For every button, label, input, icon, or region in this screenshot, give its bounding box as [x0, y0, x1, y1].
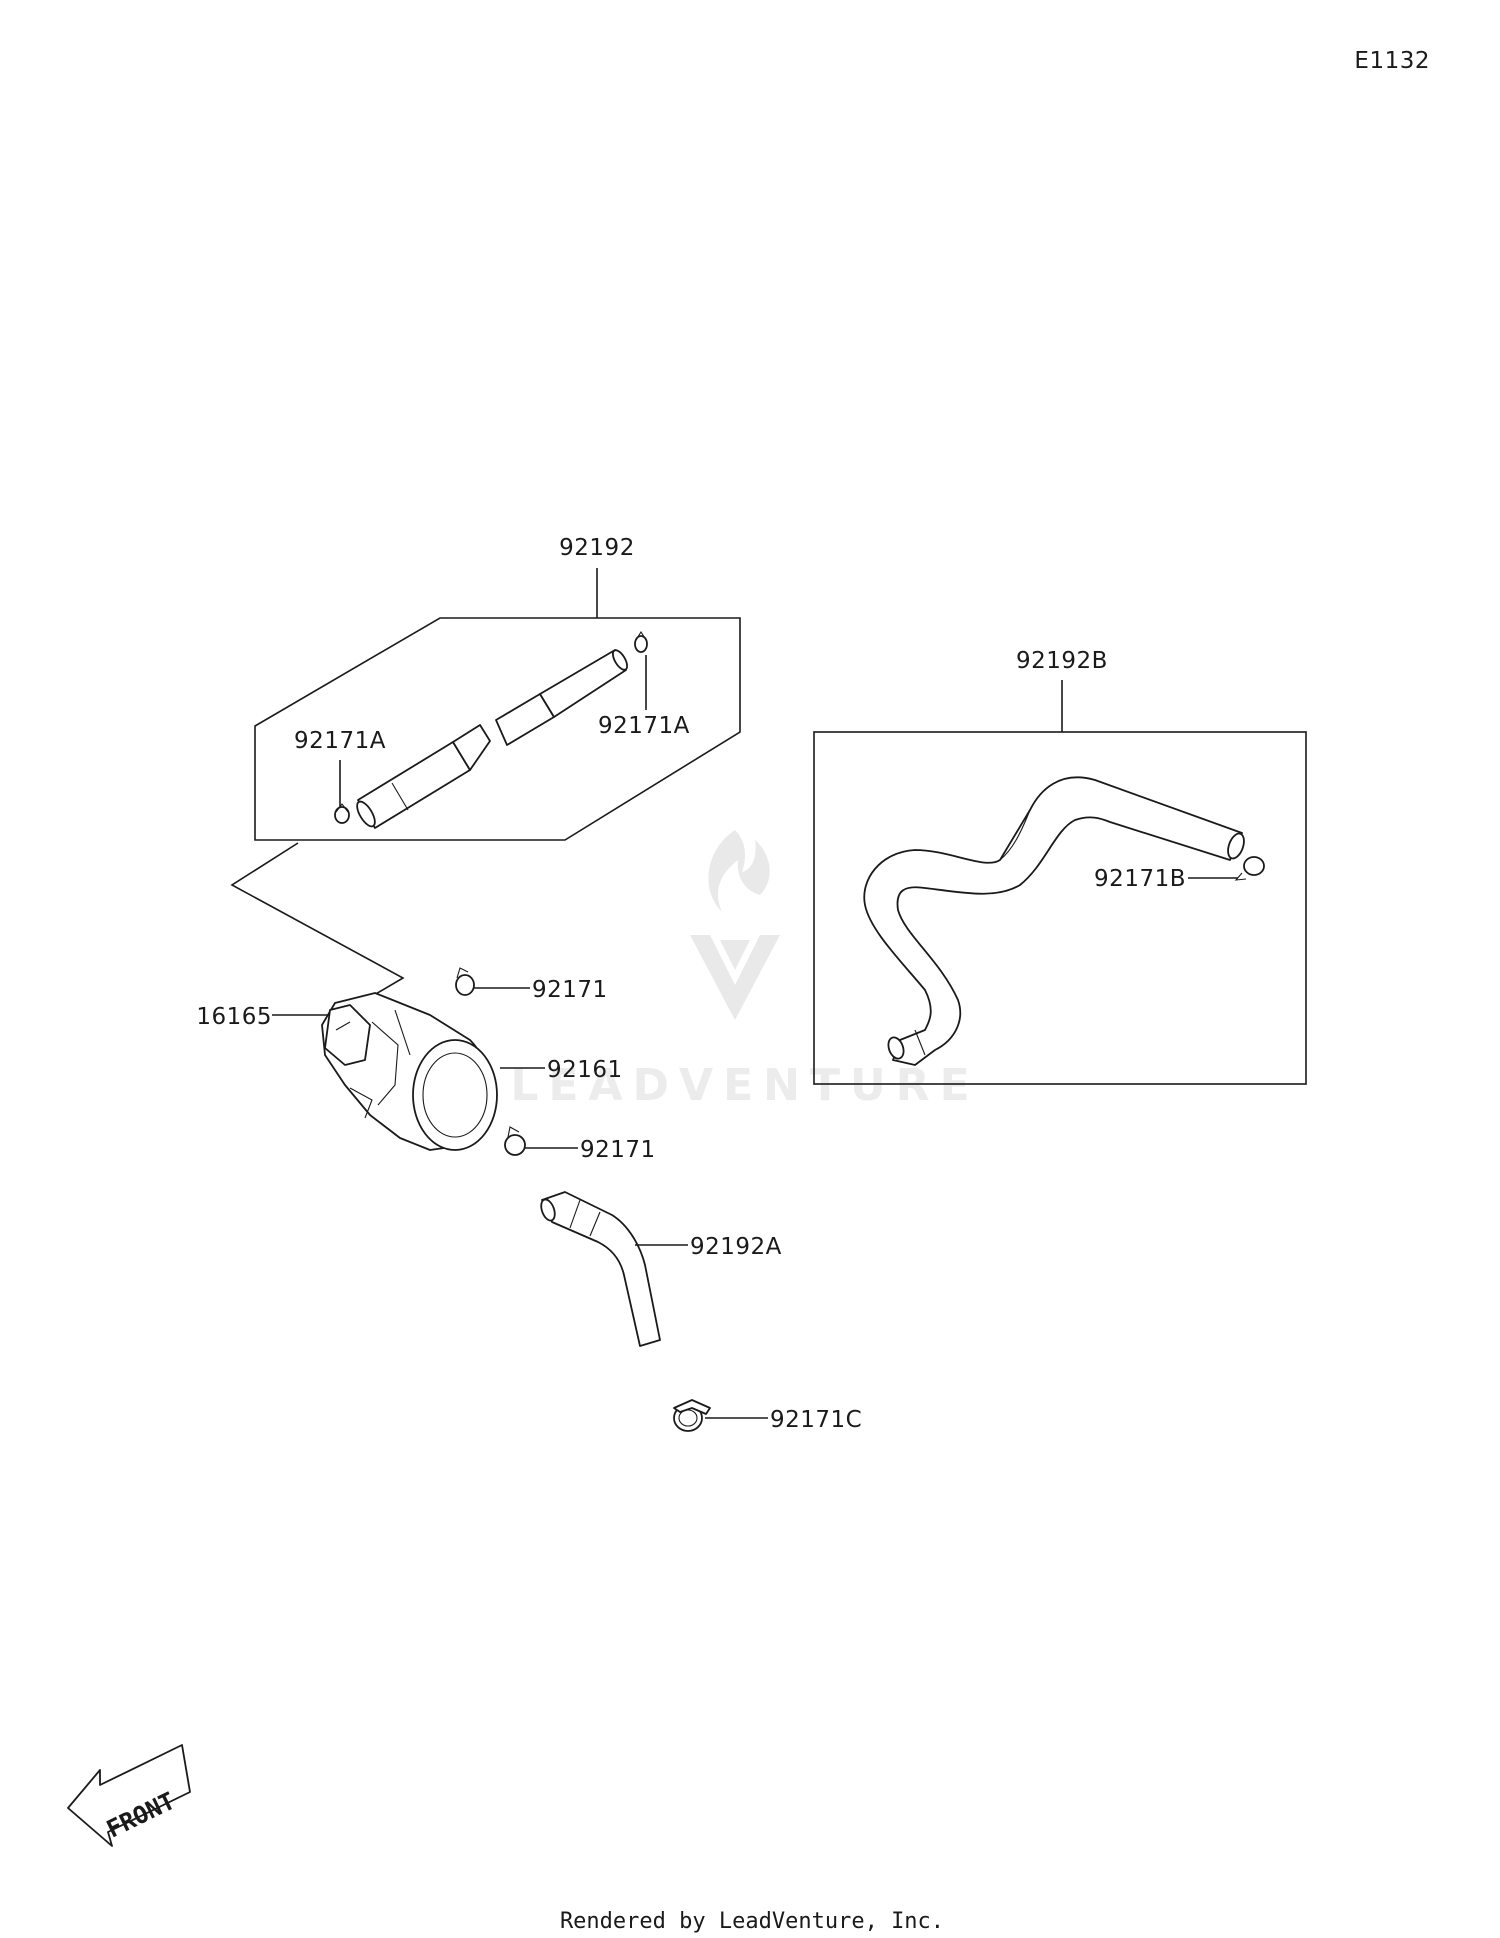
callout-92192b[interactable]: 92192B — [1016, 648, 1108, 674]
callout-92192a[interactable]: 92192A — [690, 1234, 782, 1260]
front-arrow: FRONT — [67, 1744, 191, 1847]
callout-92171a-top[interactable]: 92171A — [598, 713, 690, 739]
clamp-92171c — [673, 1399, 768, 1432]
pump-leader-line — [230, 842, 405, 996]
straight-hose-right — [495, 649, 629, 746]
hose-assembly-group: 92192 92171A 92171A — [254, 535, 741, 841]
callout-92171-lower[interactable]: 92171 — [580, 1137, 656, 1163]
clamp-92171a-top — [634, 630, 648, 710]
callout-16165[interactable]: 16165 — [196, 1004, 272, 1030]
callout-92192[interactable]: 92192 — [559, 535, 635, 561]
hose-92192a — [540, 1191, 661, 1347]
hose-b-frame — [813, 731, 1307, 1085]
callout-92171a-left[interactable]: 92171A — [294, 728, 386, 754]
clamp-92171-upper — [455, 967, 530, 996]
diagram-code: E1132 — [1354, 48, 1430, 74]
watermark-text: LEADVENTURE — [510, 1060, 979, 1111]
hose-assembly-frame — [254, 617, 741, 841]
bent-hose-b — [863, 776, 1245, 1066]
clamp-92171b — [1188, 856, 1265, 881]
footer-credit: Rendered by LeadVenture, Inc. — [560, 1909, 944, 1934]
clamp-92171a-left — [334, 760, 350, 824]
straight-hose-left — [356, 724, 491, 829]
callout-92171c[interactable]: 92171C — [770, 1407, 862, 1433]
callout-92171b[interactable]: 92171B — [1094, 866, 1186, 892]
fuel-pump — [321, 992, 498, 1151]
leadventure-watermark: LEADVENTURE — [510, 830, 979, 1111]
hose-b-group: 92192B 92171B — [813, 648, 1307, 1085]
clamp-92171-lower — [504, 1126, 578, 1156]
callout-92171-upper[interactable]: 92171 — [532, 977, 608, 1003]
callout-92161[interactable]: 92161 — [547, 1057, 623, 1083]
